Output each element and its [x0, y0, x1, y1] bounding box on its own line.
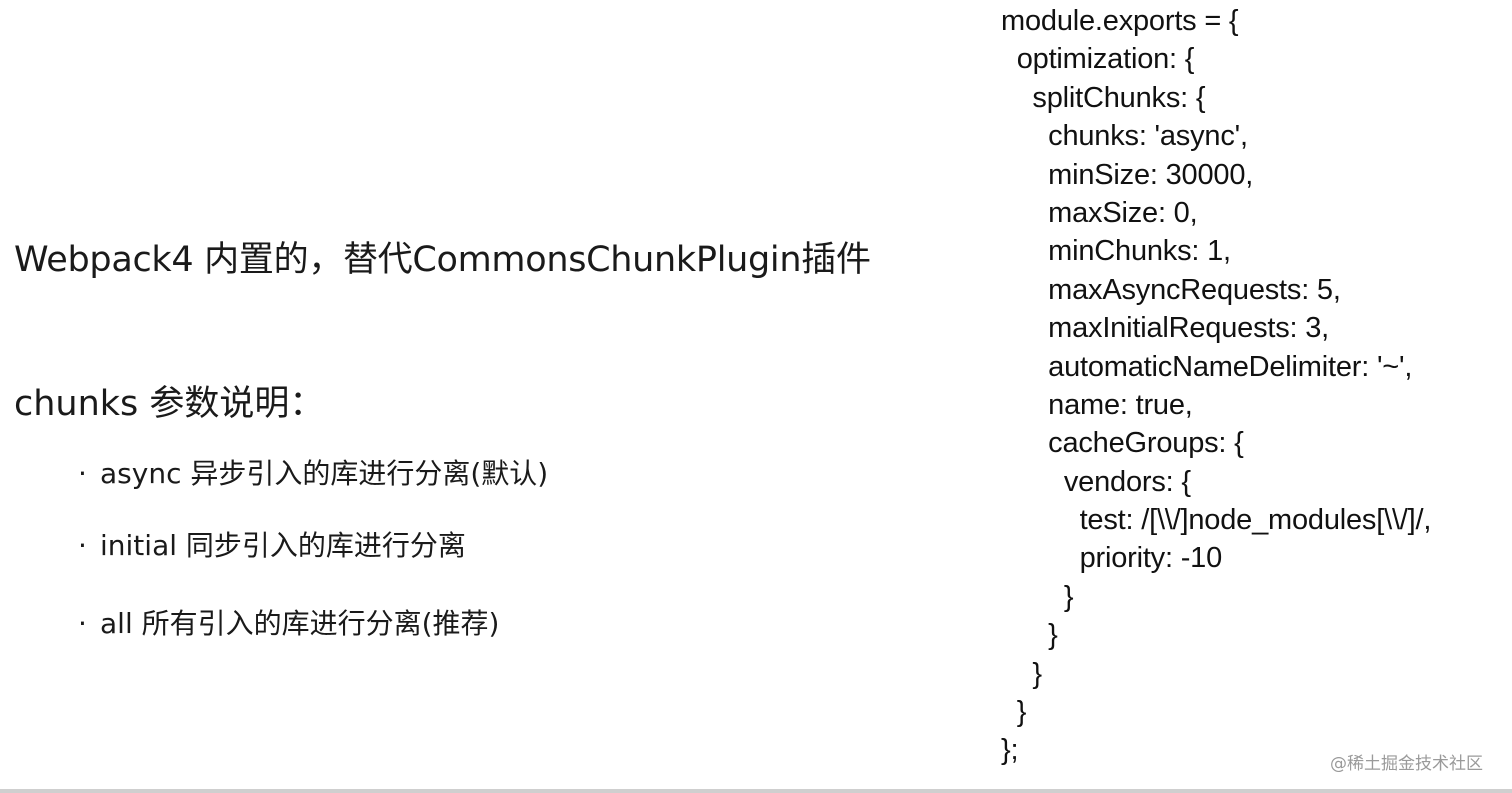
bullet-text: all 所有引入的库进行分离(推荐)	[100, 607, 500, 640]
bullet-text: initial 同步引入的库进行分离	[100, 529, 466, 562]
code-line: maxSize: 0,	[1001, 196, 1198, 229]
bullet-dot-icon: ·	[78, 607, 87, 640]
slide-title: Webpack4 内置的，替代CommonsChunkPlugin插件	[14, 240, 871, 280]
bullet-all: · all 所有引入的库进行分离(推荐)	[78, 606, 499, 642]
code-line: minChunks: 1,	[1001, 235, 1231, 268]
bullet-text: async 异步引入的库进行分离(默认)	[100, 457, 549, 490]
code-line: minSize: 30000,	[1001, 158, 1254, 191]
code-line: name: true,	[1001, 388, 1193, 421]
bullet-async: · async 异步引入的库进行分离(默认)	[78, 456, 548, 492]
code-line: cacheGroups: {	[1001, 427, 1244, 460]
watermark: @稀土掘金技术社区	[1330, 754, 1483, 774]
bullet-initial: · initial 同步引入的库进行分离	[78, 528, 466, 564]
code-line: }	[1001, 580, 1074, 613]
code-line: automaticNameDelimiter: '~',	[1001, 350, 1413, 383]
code-line: };	[1001, 734, 1019, 767]
code-line: }	[1001, 696, 1027, 729]
code-line: vendors: {	[1001, 465, 1191, 498]
code-line: splitChunks: {	[1001, 81, 1206, 114]
code-line: }	[1001, 619, 1058, 652]
code-line: priority: -10	[1001, 542, 1223, 575]
bullet-dot-icon: ·	[78, 529, 87, 562]
chunks-heading: chunks 参数说明：	[14, 384, 325, 424]
code-line: module.exports = {	[1001, 5, 1239, 37]
code-line: optimization: {	[1001, 43, 1195, 76]
code-line: chunks: 'async',	[1001, 120, 1248, 153]
code-line: }	[1001, 657, 1042, 690]
code-line: maxAsyncRequests: 5,	[1001, 273, 1341, 306]
code-line: test: /[\\/]node_modules[\\/]/,	[1001, 504, 1432, 537]
code-block: module.exports = { optimization: { split…	[1001, 2, 1431, 770]
bullet-dot-icon: ·	[78, 457, 87, 490]
code-line: maxInitialRequests: 3,	[1001, 312, 1330, 345]
bottom-border	[0, 789, 1512, 793]
